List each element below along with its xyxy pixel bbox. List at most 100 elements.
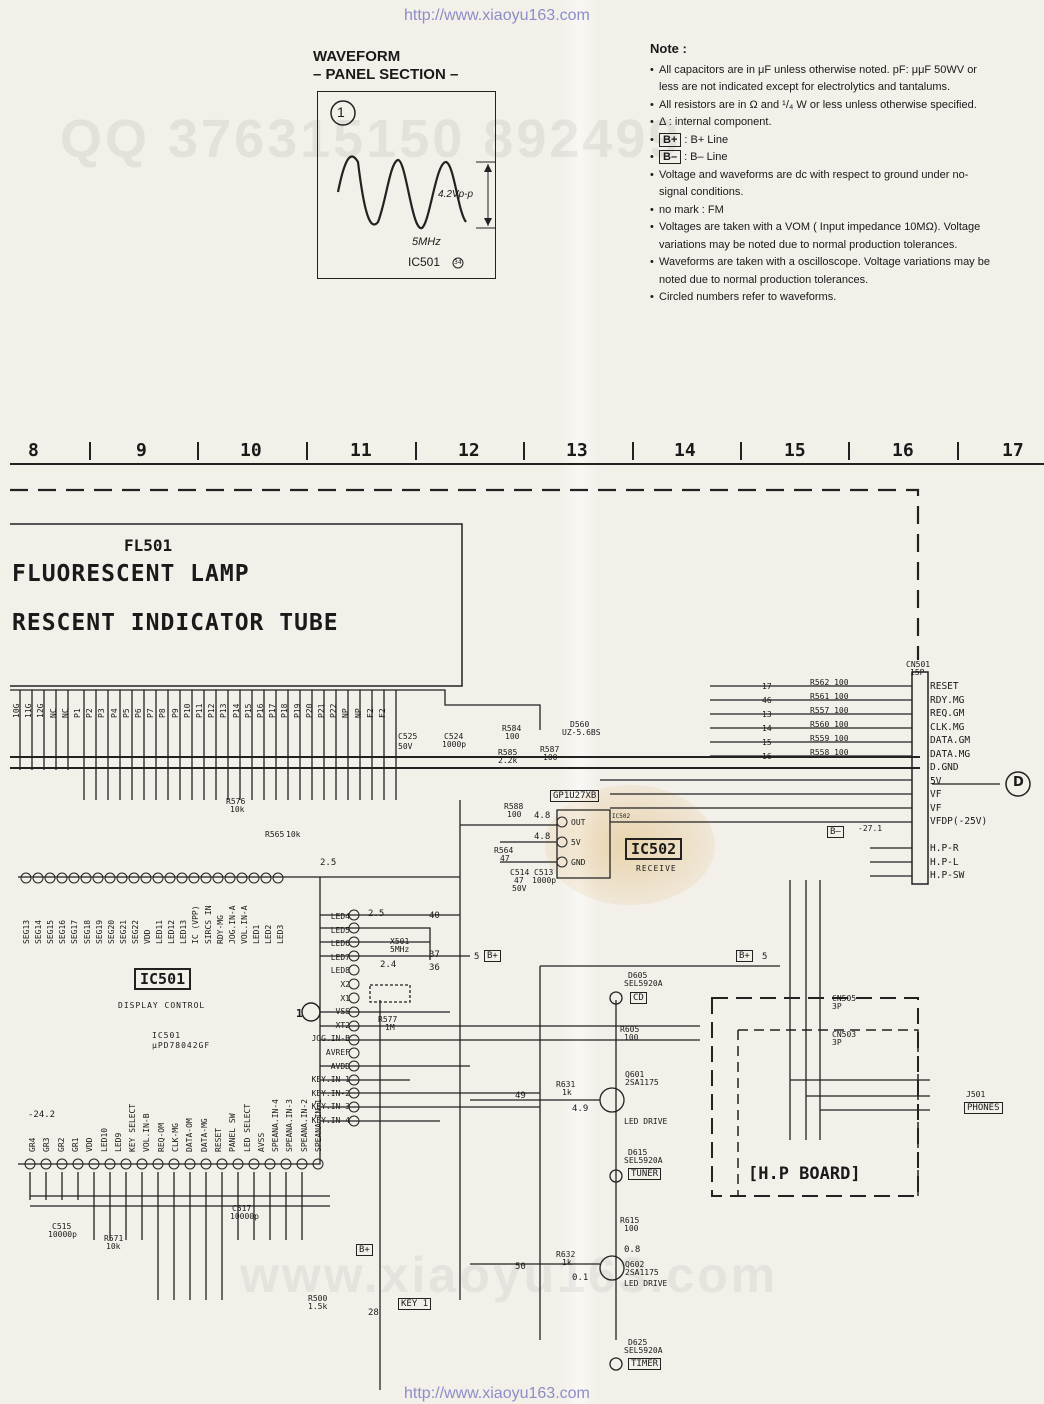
note-item: Voltages are taken with a VOM ( Input im… — [650, 219, 995, 254]
d605-symbol — [609, 991, 623, 1005]
note-item: Voltage and waveforms are dc with respec… — [650, 167, 995, 202]
ic501-right-pin-label: LED4 — [330, 912, 350, 921]
r564-value: 47 — [500, 854, 510, 863]
ic501-right-pin-label: LED8 — [330, 966, 350, 976]
notes-list: All capacitors are in μF unless otherwis… — [650, 62, 995, 307]
ic501-body — [18, 876, 460, 1165]
column-number: 16 — [892, 440, 914, 461]
column-number: 13 — [566, 440, 588, 461]
column-number: 8 — [28, 440, 39, 461]
ic502-pin-5v: 5V — [571, 838, 581, 847]
cn501-wire-number: 46 — [762, 696, 772, 705]
ic501-bottom-pin-label: SPEANA.IN-1 — [314, 1099, 323, 1152]
c515-value: 10000p — [48, 1230, 77, 1239]
waveform-arrow-up — [484, 164, 492, 172]
fl501-pin-label: P7 — [146, 708, 156, 718]
voltage-2-4: 2.4 — [380, 960, 397, 970]
d625-part: SEL5920A — [624, 1346, 663, 1355]
net-49: 49 — [515, 1091, 526, 1101]
cn501-wire-number: 16 — [762, 752, 772, 761]
fl501-pin-label: P3 — [97, 708, 107, 718]
d615-tag: TUNER — [628, 1168, 662, 1180]
r631-ref: R631 — [556, 1080, 576, 1089]
fl501-title-line1: FLUORESCENT LAMP — [12, 561, 250, 587]
c524-ref: C524 — [444, 732, 464, 741]
cn501-series-resistor: R559 100 — [810, 734, 849, 743]
r565-value: 10k — [286, 830, 301, 839]
hp-board-label: [H.P BOARD] — [748, 1164, 861, 1184]
ic501-top-pin-label: SEG19 — [94, 919, 104, 944]
ic501-top-pin-label: IC (VPP) — [191, 905, 201, 944]
column-number: 12 — [458, 440, 480, 461]
column-divider — [957, 442, 959, 460]
bminus-tag: B– — [827, 826, 844, 838]
voltage-4-9: 4.9 — [572, 1104, 589, 1114]
ic501-ref: IC501 — [152, 1031, 182, 1040]
net-40: 40 — [429, 911, 440, 921]
fl501-pin-label: P5 — [121, 708, 131, 718]
bminus-box: B– — [659, 150, 682, 164]
ic501-key-leads — [320, 1092, 540, 1122]
j501-ref: J501 — [966, 1090, 986, 1099]
column-number: 15 — [784, 440, 806, 461]
cn501-pin-label: REQ.GM — [930, 708, 965, 719]
site-url-top[interactable]: http://www.xiaoyu163.com — [404, 7, 590, 24]
cn501-pin-label: RDY.MG — [930, 694, 965, 706]
paper-fold — [560, 0, 598, 1404]
note-item: Circled numbers refer to waveforms. — [650, 289, 995, 307]
cn501-pin-label: H.P-SW — [930, 870, 965, 881]
q601-part: 2SA1175 — [625, 1078, 659, 1087]
led-drive-base-leads — [470, 1099, 600, 1265]
waveform-pin: 34 — [454, 259, 462, 266]
ic501-top-pin-label: SEG20 — [106, 919, 116, 944]
r632-ref: R632 — [556, 1250, 576, 1259]
ic501-right-pin-label: LED6 — [330, 939, 350, 949]
ic501-bottom-pin-label: KEY SELECT — [128, 1103, 138, 1152]
site-url-bottom[interactable]: http://www.xiaoyu163.com — [404, 1385, 590, 1402]
r587-ref: R587 — [540, 745, 560, 754]
net-50: 50 — [515, 1262, 526, 1272]
ic501-right-pin-label: KEY.IN-2 — [311, 1088, 350, 1098]
cn501-pin-label: DATA.MG — [930, 748, 971, 760]
ic502-leads — [460, 824, 557, 863]
ic501-function: DISPLAY CONTROL — [118, 1001, 206, 1010]
r632-value: 1k — [562, 1258, 572, 1267]
ic501-top-pin-label: SEG18 — [82, 919, 92, 944]
fl501-pin-label: P20 — [304, 703, 314, 718]
waveform-number-circle — [330, 100, 356, 126]
fl501-pin-label: P9 — [170, 708, 180, 718]
ic501-bottom-pin-label: CLK-MG — [171, 1123, 180, 1152]
voltage-4-8-a: 4.8 — [534, 811, 551, 821]
net-28: 28 — [368, 1308, 379, 1318]
ic501-right-pin-label: KEY.IN-4 — [311, 1115, 350, 1125]
voltage-0-8: 0.8 — [624, 1245, 641, 1255]
note-bminus: B–: B– Line — [650, 149, 995, 167]
r605-value: 100 — [624, 1033, 639, 1042]
d560-part: UZ-5.6BS — [562, 728, 601, 737]
fl501-pin-label: P15 — [243, 703, 253, 718]
bplus-tag-3: B+ — [356, 1244, 373, 1256]
bminus-text: : B– Line — [684, 151, 728, 163]
fl501-pin-label: P14 — [231, 703, 241, 718]
cn501-pin-label: VFDP(-25V) — [930, 816, 988, 827]
r565-ref: R565 — [265, 830, 285, 839]
rail-vf — [10, 689, 541, 730]
d615-part: SEL5920A — [624, 1156, 663, 1165]
watermark-top: QQ 376315150 892499 — [60, 109, 682, 169]
connector-d[interactable]: D — [1013, 775, 1024, 790]
notes-panel: Note : All capacitors are in μF unless o… — [650, 40, 995, 307]
q601-function: LED DRIVE — [624, 1117, 668, 1126]
fl501-pin-label: 11G — [24, 703, 34, 718]
cn501-pin-label — [930, 829, 987, 843]
voltage-2-5-led4: 2.5 — [368, 909, 385, 919]
c524-value: 1000p — [442, 740, 467, 749]
c514-voltage: 50V — [512, 884, 527, 893]
cn505-pins: 3P — [832, 1002, 842, 1011]
cn501-pin-label: H.P-L — [930, 856, 959, 868]
r585-ref: R585 — [498, 748, 518, 757]
fl501-pin-label: P6 — [134, 708, 143, 718]
column-number: 14 — [674, 440, 696, 461]
ic501-right-pin-label: X2 — [340, 979, 350, 989]
r615-ref: R615 — [620, 1216, 640, 1225]
